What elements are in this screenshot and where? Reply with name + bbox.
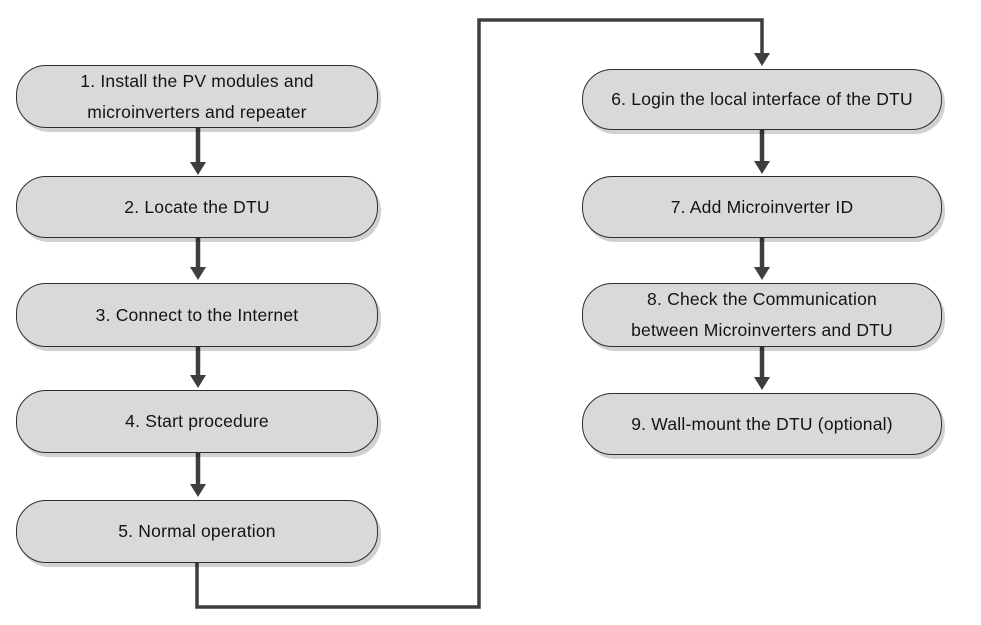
arrowhead-into-step6 — [754, 53, 770, 66]
flow-step-8-check-communication: 8. Check the Communication between Micro… — [582, 283, 942, 347]
flow-step-7-add-microinverter-id: 7. Add Microinverter ID — [582, 176, 942, 238]
flow-step-4-start-procedure: 4. Start procedure — [16, 390, 378, 453]
flow-step-1-line-1: 1. Install the PV modules and — [80, 70, 314, 91]
arrowhead-step2-step3 — [190, 267, 206, 280]
flow-step-9-line-1: 9. Wall-mount the DTU (optional) — [631, 413, 893, 434]
flow-step-8-line-2: between Microinverters and DTU — [631, 320, 893, 340]
flow-step-6-login-local-interface: 6. Login the local interface of the DTU — [582, 69, 942, 130]
flow-step-1-install-pv-modules: 1. Install the PV modules and microinver… — [16, 65, 378, 128]
arrowhead-step1-step2 — [190, 162, 206, 175]
flow-step-9-wall-mount-dtu: 9. Wall-mount the DTU (optional) — [582, 393, 942, 455]
flow-step-4-line-1: 4. Start procedure — [125, 411, 269, 431]
flow-step-1-line-2: microinverters and repeater — [87, 101, 307, 122]
arrowhead-step6-step7 — [754, 161, 770, 174]
flow-step-3-line-1: 3. Connect to the Internet — [95, 304, 299, 325]
flow-step-5-line-1: 5. Normal operation — [118, 521, 276, 541]
arrowhead-step3-step4 — [190, 375, 206, 388]
flow-step-6-line-1: 6. Login the local interface of the DTU — [611, 89, 913, 109]
flow-step-7-line-1: 7. Add Microinverter ID — [670, 196, 854, 217]
arrowhead-step4-step5 — [190, 484, 206, 497]
arrowhead-step7-step8 — [754, 267, 770, 280]
flow-step-2-line-1: 2. Locate the DTU — [124, 196, 270, 217]
flow-step-5-normal-operation: 5. Normal operation — [16, 500, 378, 563]
flow-step-2-locate-dtu: 2. Locate the DTU — [16, 176, 378, 238]
flow-step-3-connect-internet: 3. Connect to the Internet — [16, 283, 378, 347]
flow-step-8-line-1: 8. Check the Communication — [647, 289, 877, 309]
arrowhead-step8-step9 — [754, 377, 770, 390]
